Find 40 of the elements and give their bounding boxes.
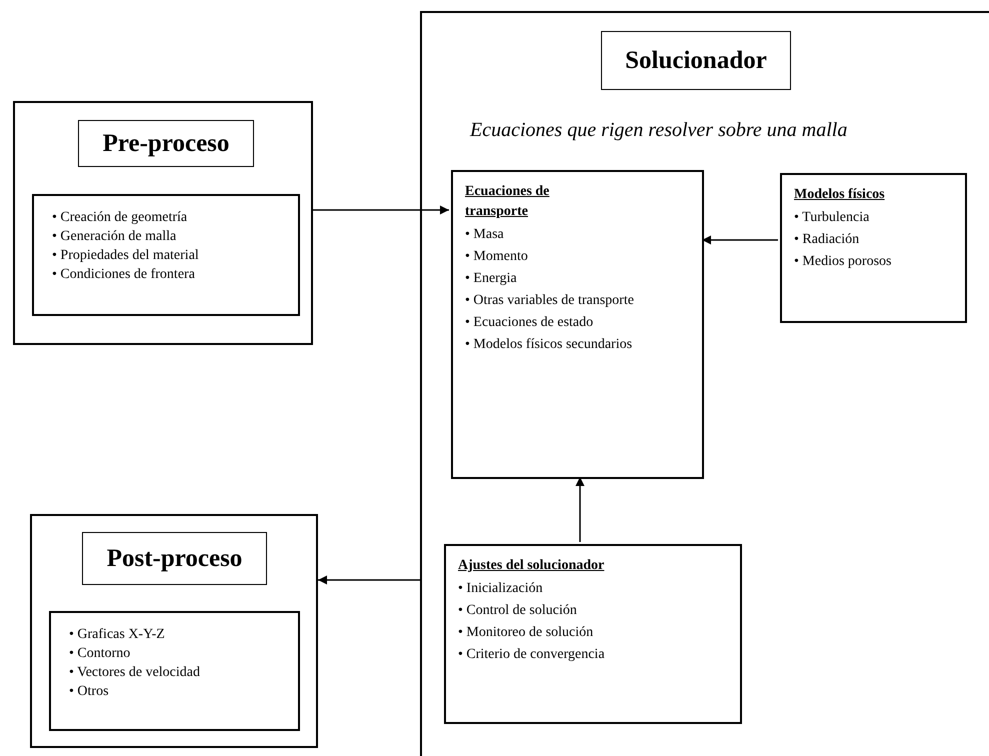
stage-panel — [30, 514, 318, 748]
arrow — [318, 576, 420, 584]
list-panel — [780, 173, 967, 323]
list-item: • Turbulencia — [794, 209, 870, 227]
list-item: • Monitoreo de solución — [458, 624, 594, 642]
list-item: • Energia — [465, 270, 518, 288]
heading-box: Pre-proceso — [78, 120, 254, 167]
list-item: • Vectores de velocidad — [69, 664, 200, 682]
list-item: • Contorno — [69, 645, 130, 663]
list-item: • Masa — [465, 226, 505, 244]
list-item: • Condiciones de frontera — [52, 266, 195, 284]
box-heading: Modelos físicos — [794, 186, 885, 204]
list-panel — [49, 611, 300, 731]
stage-panel — [13, 101, 313, 345]
heading-box: Post-proceso — [82, 532, 267, 585]
list-item: • Propiedades del material — [52, 247, 199, 265]
list-item: • Medios porosos — [794, 253, 892, 271]
list-item: • Ecuaciones de estado — [465, 314, 594, 332]
list-panel — [444, 544, 742, 724]
caption-text: Ecuaciones que rigen resolver sobre una malla — [470, 118, 848, 143]
list-item: • Graficas X-Y-Z — [69, 626, 165, 644]
list-item: • Inicialización — [458, 580, 544, 598]
list-item: • Radiación — [794, 231, 860, 249]
arrow — [576, 477, 584, 542]
list-item: • Momento — [465, 248, 529, 266]
list-item: • Otros — [69, 683, 109, 701]
list-item: • Creación de geometría — [52, 209, 188, 227]
box-heading: Ecuaciones de transporte — [465, 183, 550, 221]
list-panel — [32, 194, 300, 316]
stage-panel — [420, 11, 989, 756]
list-item: • Modelos físicos secundarios — [465, 336, 632, 354]
list-item: • Criterio de convergencia — [458, 646, 605, 664]
arrow — [313, 206, 449, 214]
list-item: • Generación de malla — [52, 228, 176, 246]
heading-box: Solucionador — [601, 31, 791, 90]
box-heading: Ajustes del solucionador — [458, 557, 604, 575]
list-item: • Control de solución — [458, 602, 577, 620]
list-panel — [451, 170, 704, 479]
list-item: • Otras variables de transporte — [465, 292, 634, 310]
arrow — [702, 236, 778, 244]
